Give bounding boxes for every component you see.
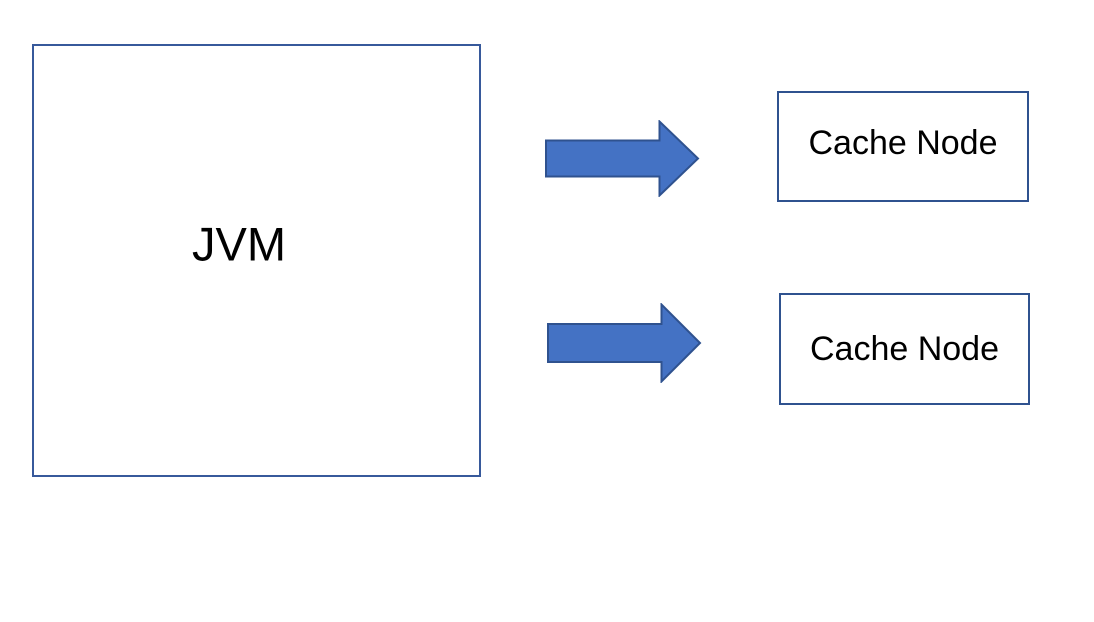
- cache-node-label: Cache Node: [808, 124, 998, 162]
- jvm-label: JVM: [192, 217, 286, 271]
- right-arrow-icon: [545, 120, 700, 197]
- jvm-box: JVM: [32, 44, 481, 477]
- right-arrow-icon: [547, 303, 702, 383]
- right-arrow-shape: [547, 303, 702, 383]
- cache-node-label: Cache Node: [809, 329, 999, 368]
- right-arrow-shape: [545, 120, 700, 197]
- cache-node-box-2: Cache Node: [779, 293, 1030, 405]
- cache-node-box-1: Cache Node: [777, 91, 1029, 202]
